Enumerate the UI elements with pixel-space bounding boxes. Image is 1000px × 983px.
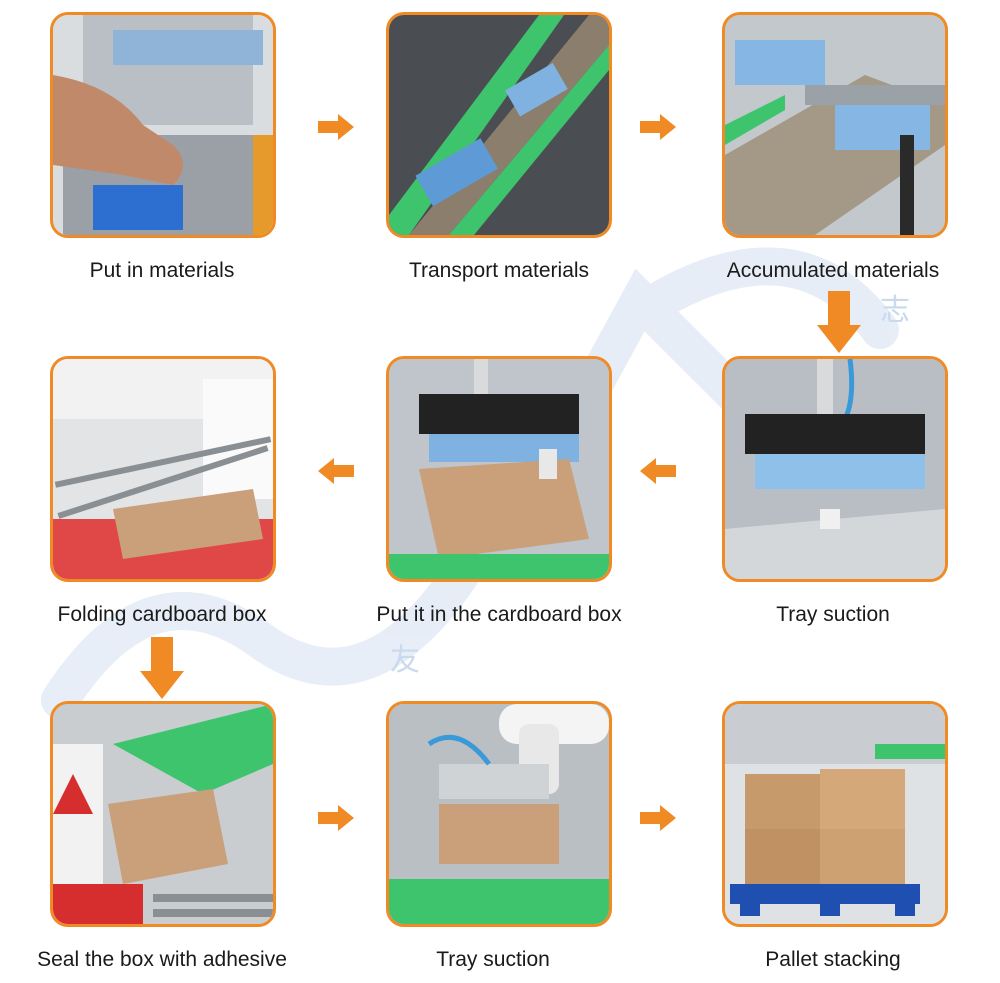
accumulation-station-icon: [725, 15, 945, 235]
step-3-image: [722, 12, 948, 238]
arrow-down-icon: [817, 291, 861, 353]
step-2-image: [386, 12, 612, 238]
step-9-label: Pallet stacking: [765, 948, 901, 971]
conveyor-belt-icon: [389, 15, 609, 235]
arrow-down-icon: [140, 637, 184, 699]
step-4-label: Tray suction: [776, 603, 890, 626]
box-folding-icon: [53, 359, 273, 579]
robot-arm-suction-icon: [389, 704, 609, 924]
step-5-label: Put it in the cardboard box: [376, 603, 622, 626]
step-9-image: [722, 701, 948, 927]
box-sealer-icon: [53, 704, 273, 924]
arrow-right-icon: [318, 805, 354, 831]
step-6-image: [50, 356, 276, 582]
step-2-label: Transport materials: [408, 259, 590, 282]
arrow-right-icon: [318, 114, 354, 140]
step-1-label: Put in materials: [89, 259, 235, 282]
step-1-image: [50, 12, 276, 238]
hand-loading-box-icon: [53, 15, 273, 235]
boxing-icon: [389, 359, 609, 579]
watermark-glyph-1: 志: [880, 294, 910, 327]
step-3-label: Accumulated materials: [726, 259, 940, 282]
step-8-label: Tray suction: [436, 948, 550, 971]
step-6-label: Folding cardboard box: [57, 603, 267, 626]
suction-tray-icon: [725, 359, 945, 579]
watermark-glyph-2: 友: [390, 644, 420, 677]
step-7-label: Seal the box with adhesive: [37, 948, 287, 971]
step-5-image: [386, 356, 612, 582]
step-8-image: [386, 701, 612, 927]
arrow-left-icon: [318, 458, 354, 484]
pallet-stack-icon: [725, 704, 945, 924]
arrow-right-icon: [640, 114, 676, 140]
arrow-left-icon: [640, 458, 676, 484]
arrow-right-icon: [640, 805, 676, 831]
step-7-image: [50, 701, 276, 927]
step-4-image: [722, 356, 948, 582]
